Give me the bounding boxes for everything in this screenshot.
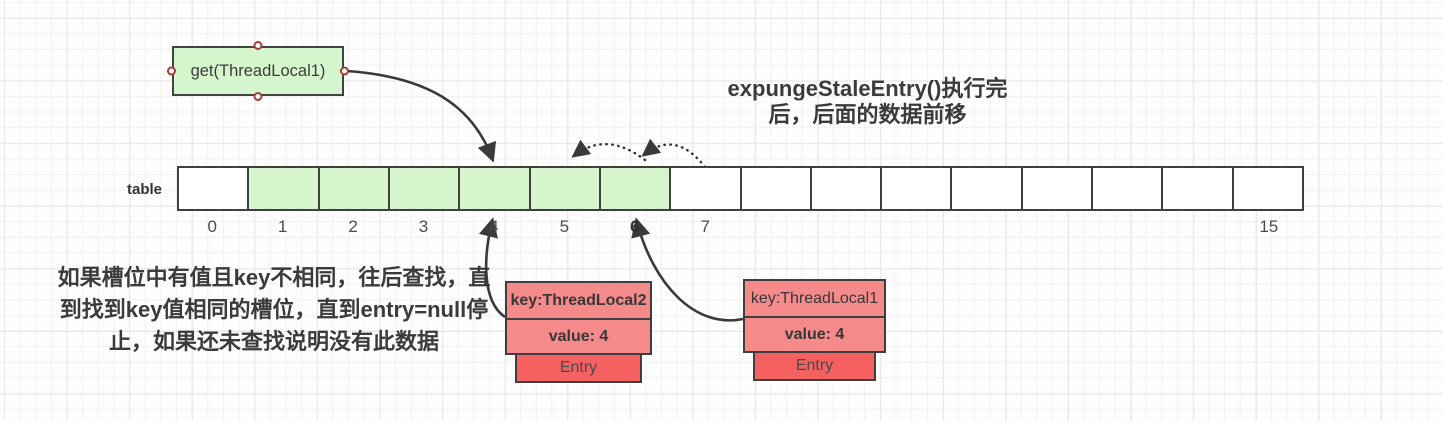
entry1-key-box[interactable]: key:ThreadLocal1 — [743, 279, 886, 318]
get-threadlocal-label: get(ThreadLocal1) — [190, 61, 326, 80]
array-cell-8[interactable] — [739, 168, 810, 209]
note-line-3: 止，如果还未查找说明没有此数据 — [108, 329, 439, 354]
array-cell-10[interactable] — [880, 168, 951, 209]
index-label-3: 3 — [418, 217, 429, 236]
index-label-13 — [1093, 217, 1163, 239]
index-label-11 — [952, 217, 1022, 239]
note-line-2: 到找到key值相同的槽位，直到entry=null停 — [59, 297, 489, 322]
note-line-1: 如果槽位中有值且key不相同，往后查找，直 — [57, 265, 491, 290]
index-label-9 — [811, 217, 881, 239]
index-label-7: 7 — [700, 217, 711, 236]
array-cell-13[interactable] — [1091, 168, 1162, 209]
array-cell-1[interactable] — [247, 168, 318, 209]
index-label-5: 5 — [559, 217, 570, 236]
heading-line-2: 后，后面的数据前移 — [768, 102, 967, 127]
array-cell-7[interactable] — [669, 168, 740, 209]
get-threadlocal-box[interactable]: get(ThreadLocal1) — [167, 41, 349, 101]
heading-line-1: expungeStaleEntry()执行完 — [727, 76, 1008, 101]
dotted-arc-cell7-to-cell6[interactable] — [641, 138, 707, 169]
note-text[interactable]: 如果槽位中有值且key不相同，往后查找，直 到找到key值相同的槽位，直到ent… — [28, 262, 520, 358]
index-label-6: 6 — [630, 217, 640, 236]
index-row: 0 1 2 3 4 5 6 7 15 — [177, 217, 1304, 239]
array-cell-6[interactable] — [598, 168, 670, 209]
array-cell-4[interactable] — [458, 168, 529, 209]
dotted-arc-cell6-to-cell5[interactable] — [571, 139, 647, 162]
index-label-4: 4 — [489, 217, 499, 236]
selection-handle-top[interactable] — [253, 41, 263, 50]
array-cell-12[interactable] — [1020, 168, 1092, 209]
array-cell-5[interactable] — [528, 168, 599, 209]
selection-handle-bottom[interactable] — [253, 92, 263, 101]
index-label-0: 0 — [207, 217, 217, 236]
arrow-get-to-cell4[interactable] — [346, 69, 497, 163]
array-cell-2[interactable] — [317, 168, 388, 209]
index-label-14 — [1163, 217, 1233, 239]
index-label-10 — [881, 217, 951, 239]
entry-stack-threadlocal2[interactable]: key:ThreadLocal2 value: 4 Entry — [505, 281, 652, 383]
index-label-15: 15 — [1259, 217, 1279, 236]
array-cell-11[interactable] — [950, 168, 1021, 209]
entry2-key-box[interactable]: key:ThreadLocal2 — [505, 281, 652, 320]
array-cell-15[interactable] — [1231, 168, 1302, 209]
table-array[interactable] — [177, 166, 1304, 211]
entry2-value-box[interactable]: value: 4 — [505, 318, 652, 355]
index-label-8 — [741, 217, 811, 239]
entry-stack-threadlocal1[interactable]: key:ThreadLocal1 value: 4 Entry — [743, 279, 886, 381]
selection-handle-right[interactable] — [340, 66, 349, 76]
index-label-12 — [1022, 217, 1092, 239]
array-cell-9[interactable] — [809, 168, 881, 209]
array-cell-3[interactable] — [387, 168, 459, 209]
index-label-2: 2 — [348, 217, 358, 236]
array-cell-0[interactable] — [179, 168, 248, 209]
index-label-1: 1 — [277, 217, 288, 236]
array-cell-14[interactable] — [1161, 168, 1232, 209]
entry1-tag-box[interactable]: Entry — [753, 351, 876, 381]
table-label: table — [126, 181, 162, 198]
entry1-value-box[interactable]: value: 4 — [743, 316, 886, 353]
selection-handle-left[interactable] — [167, 66, 176, 76]
heading-text[interactable]: expungeStaleEntry()执行完 后，后面的数据前移 — [640, 76, 1095, 128]
entry2-tag-box[interactable]: Entry — [515, 353, 642, 383]
